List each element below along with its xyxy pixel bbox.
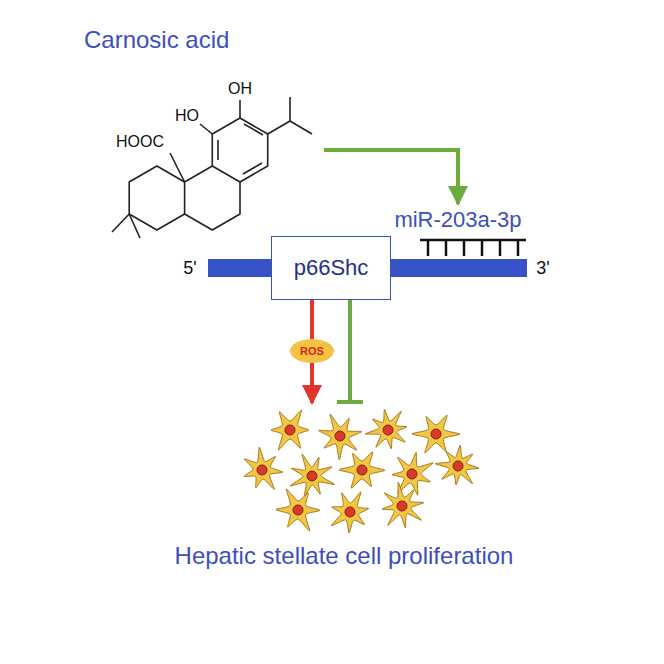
stellate-cell [412, 415, 460, 453]
mirna-label: miR-203a-3p [392, 207, 523, 233]
strand-end-label: 5' [183, 258, 196, 279]
cell-nucleus [293, 505, 303, 515]
node-text: ROS [300, 345, 324, 357]
arrow-connector [324, 150, 458, 204]
cell-cluster: Hepatic stellate cell proliferation [124, 406, 564, 574]
atom-label: HOOC [116, 133, 164, 151]
stellate-cells [244, 409, 479, 533]
cell-nucleus [285, 425, 295, 435]
molecule-structure [112, 97, 312, 238]
stellate-cell [435, 445, 479, 485]
compound-heading: Carnosic acid [70, 20, 322, 260]
stellate-cell [382, 482, 424, 527]
cell-nucleus [431, 429, 441, 439]
stellate-cell [365, 409, 406, 448]
cell-nucleus [357, 465, 367, 475]
node-text: p66Shc [294, 255, 369, 281]
atom-label: HO [175, 107, 199, 125]
cell-nucleus [383, 425, 393, 435]
cell-nucleus [407, 469, 417, 479]
gene-box: p66Shc [271, 236, 392, 300]
cell-nucleus [307, 471, 317, 481]
stellate-cell [276, 489, 320, 531]
cell-nucleus [397, 501, 407, 511]
stellate-cell [290, 454, 334, 496]
stellate-cell [244, 447, 283, 489]
stellate-cell [271, 410, 309, 450]
cell-nucleus [453, 461, 463, 471]
stellate-cell [331, 492, 368, 533]
cell-nucleus [335, 431, 345, 441]
ros-ellipse: ROS [290, 339, 334, 363]
cell-nucleus [257, 465, 267, 475]
node-text: Hepatic stellate cell proliferation [124, 542, 564, 570]
cell-nucleus [345, 507, 355, 517]
node-text: Carnosic acid [84, 26, 322, 54]
stellate-cell [319, 414, 362, 460]
stellate-cell [339, 452, 385, 488]
node-text: miR-203a-3p [394, 207, 521, 233]
mirna-binding-comb [420, 240, 526, 256]
atom-label: OH [228, 80, 252, 98]
inhibition-connector [348, 300, 352, 402]
inhibition-bar [337, 400, 363, 404]
strand-end-label: 3' [536, 258, 549, 279]
